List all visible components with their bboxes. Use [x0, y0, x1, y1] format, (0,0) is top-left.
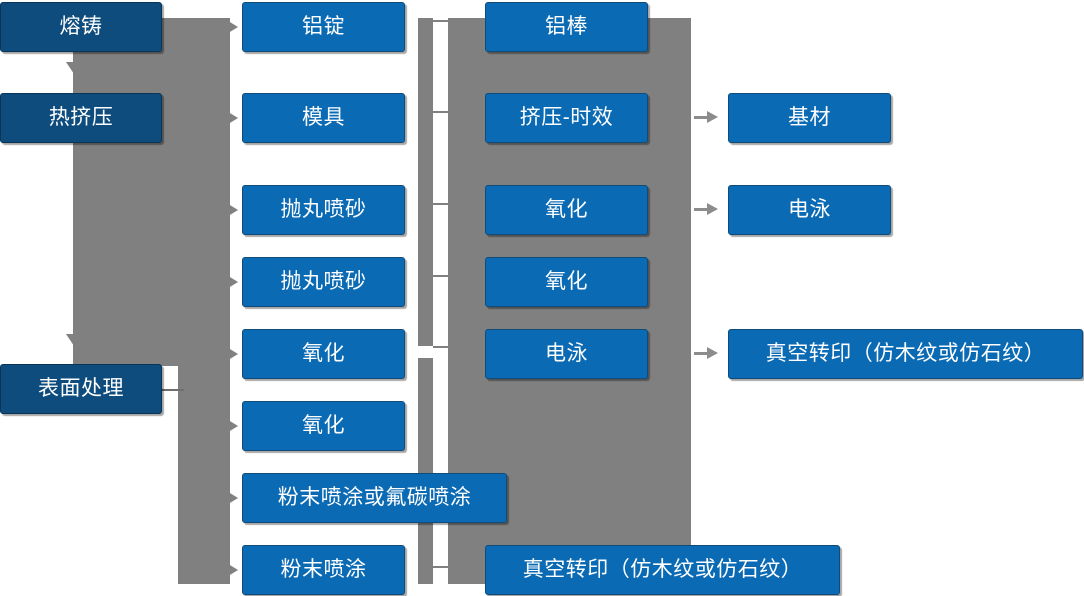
process-label: 氧化 [302, 414, 345, 438]
process-label: 模具 [302, 106, 345, 130]
process-box-electrophoresis-1[interactable]: 电泳 [485, 329, 648, 379]
process-label: 氧化 [302, 342, 345, 366]
arrow-to-c2-6 [225, 418, 238, 434]
connector-trunk-left-bottom [178, 18, 230, 584]
connector-surface-treatment-stub [162, 389, 184, 391]
arrow-stem-to-c4-1 [694, 116, 708, 119]
stage-label: 表面处理 [38, 377, 124, 401]
arrow-to-c2-8 [225, 562, 238, 578]
connector-link-2 [433, 111, 455, 113]
process-label: 铝棒 [545, 15, 588, 39]
connector-trunk-mid-upper [418, 18, 433, 346]
arrow-to-c2-2 [225, 110, 238, 126]
connector-trunk-mid-lower [418, 358, 433, 584]
connector-link-4 [433, 275, 455, 277]
process-label: 粉末喷涂 [280, 558, 367, 582]
process-box-shot-blasting-1[interactable]: 抛丸喷砂 [242, 185, 405, 235]
process-box-aluminum-bar[interactable]: 铝棒 [485, 2, 648, 52]
arrow-to-c2-4 [225, 274, 238, 290]
connector-link-5 [433, 346, 455, 348]
result-label: 电泳 [788, 198, 831, 222]
stage-box-surface-treatment[interactable]: 表面处理 [0, 364, 162, 414]
process-label: 挤压-时效 [519, 106, 614, 130]
process-box-extrusion-aging[interactable]: 挤压-时效 [485, 93, 648, 143]
connector-link-6 [433, 566, 455, 568]
process-box-vacuum-transfer-printing-1[interactable]: 真空转印（仿木纹或仿石纹） [485, 545, 840, 595]
arrow-down-to-surface-treatment [66, 334, 82, 346]
result-label: 基材 [788, 106, 831, 130]
process-label: 粉末喷涂或氟碳喷涂 [277, 486, 472, 510]
arrow-stem-to-c4-3 [694, 352, 708, 355]
process-label: 抛丸喷砂 [280, 270, 367, 294]
stage-label: 热挤压 [48, 106, 114, 130]
process-box-shot-blasting-2[interactable]: 抛丸喷砂 [242, 257, 405, 307]
stage-label: 熔铸 [59, 15, 103, 39]
process-label: 抛丸喷砂 [280, 198, 367, 222]
result-box-electrophoresis[interactable]: 电泳 [728, 185, 891, 235]
stage-box-hot-extrusion[interactable]: 热挤压 [0, 93, 162, 143]
process-label: 电泳 [545, 342, 588, 366]
connector-trunk-left-top [73, 18, 178, 366]
process-label: 真空转印（仿木纹或仿石纹） [522, 558, 803, 582]
arrow-to-c2-5 [225, 346, 238, 362]
process-box-powder-or-fluorocarbon-coating[interactable]: 粉末喷涂或氟碳喷涂 [242, 473, 507, 523]
arrow-to-c4-3 [707, 347, 718, 359]
process-label: 氧化 [545, 198, 588, 222]
arrow-to-c4-2 [707, 203, 718, 215]
result-box-base-material[interactable]: 基材 [728, 93, 891, 143]
arrow-down-to-hot-extrusion [66, 62, 82, 74]
process-box-oxidation-1[interactable]: 氧化 [242, 329, 405, 379]
arrow-to-c2-7 [225, 490, 238, 506]
result-label: 真空转印（仿木纹或仿石纹） [765, 342, 1046, 366]
process-box-mold[interactable]: 模具 [242, 93, 405, 143]
process-label: 铝锭 [302, 15, 345, 39]
process-box-powder-coating[interactable]: 粉末喷涂 [242, 545, 405, 595]
process-box-oxidation-4[interactable]: 氧化 [485, 257, 648, 307]
arrow-to-c4-1 [707, 111, 718, 123]
arrow-stem-to-c4-2 [694, 208, 708, 211]
arrow-to-c2-1 [225, 19, 238, 35]
process-box-aluminum-ingot[interactable]: 铝锭 [242, 2, 405, 52]
arrow-to-c2-3 [225, 202, 238, 218]
process-label: 氧化 [545, 270, 588, 294]
result-box-vacuum-transfer-printing[interactable]: 真空转印（仿木纹或仿石纹） [728, 329, 1083, 379]
connector-link-3 [433, 203, 455, 205]
process-box-oxidation-2[interactable]: 氧化 [242, 401, 405, 451]
stage-box-melting-casting[interactable]: 熔铸 [0, 2, 162, 52]
process-box-oxidation-3[interactable]: 氧化 [485, 185, 648, 235]
connector-link-1 [433, 20, 455, 22]
